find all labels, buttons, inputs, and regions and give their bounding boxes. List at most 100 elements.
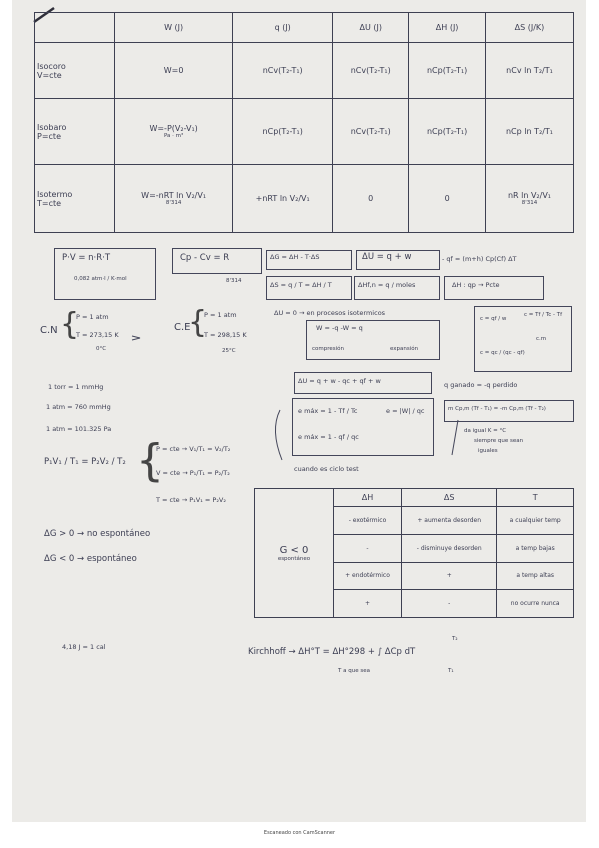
w-q-box — [306, 320, 440, 360]
ds-cell: + — [400, 561, 498, 591]
cell: +nRT ln V₂/V₁ — [232, 164, 334, 233]
enthalpy-formation-box — [354, 276, 440, 300]
efficiency-box — [292, 398, 434, 456]
cell: W=0 — [113, 42, 234, 99]
cop-box — [474, 306, 572, 372]
gibbs-box — [266, 250, 352, 270]
charles-law: P = cte → V₁/T₁ = V₂/T₂ — [156, 445, 231, 453]
calorimetry-equation: m Cp,m (Tf - T₁) = -m Cp,m (Tf - T₂) — [448, 406, 546, 412]
ce-pressure: P = 1 atm — [204, 311, 237, 319]
thermo-process-table: W (J) q (J) ΔU (J) ΔH (J) ΔS (J/K) Isoco… — [34, 12, 575, 233]
cell: nCp(T₂-T₁) — [408, 42, 486, 99]
cell-formula: W=-P(V₂-V₁) — [149, 124, 198, 133]
t-cell: a temp bajas — [496, 533, 574, 563]
gibbs-condition-sub: espontáneo — [277, 555, 311, 562]
mayer-relation: Cp - Cv = R — [180, 253, 230, 263]
header-q: q (J) — [232, 12, 334, 43]
cell: W=-P(V₂-V₁) Pa · m³ — [113, 98, 234, 165]
dh-cell: + endotérmico — [333, 561, 402, 591]
header-t: T — [496, 488, 574, 507]
kirchhoff-note: T a que sea — [338, 668, 370, 674]
ds-cell: - — [400, 589, 498, 618]
cop-refrigerator: c = qf / w — [480, 316, 507, 322]
heat-formula: - qf = (m+h) Cp(Cf) ΔT — [442, 255, 517, 263]
cell: nCp ln T₂/T₁ — [484, 98, 575, 165]
qp-box — [444, 276, 544, 300]
carnot-efficiency: e máx = 1 - Tf / Tc — [298, 407, 358, 415]
ds-cell: - disminuye desorden — [400, 533, 498, 563]
entropy-box — [266, 276, 352, 300]
torr-conversion: 1 torr = 1 mmHg — [48, 383, 104, 391]
cn-label: C.N — [40, 325, 58, 336]
cell: nR ln V₂/V₁ 8'314 — [484, 164, 575, 233]
ce-label: C.E — [174, 322, 191, 333]
spontaneity-table: G < 0 espontáneo ΔH ΔS T - exotérmico + … — [254, 488, 574, 618]
cell: nCv(T₂-T₁) — [332, 98, 410, 165]
expansion-label: expansión — [390, 346, 419, 352]
atm-pa-conversion: 1 atm = 101.325 Pa — [46, 425, 112, 433]
r-note: 8'314 — [521, 200, 538, 206]
cycle-box — [294, 372, 432, 394]
cm-label: c.m — [536, 336, 547, 342]
r-constant-note: 0,082 atm·l / K·mol — [74, 276, 127, 282]
cp-cv-box — [172, 248, 262, 274]
cycle-first-law: ΔU = q + w - qc + qf + w — [298, 377, 381, 385]
t-cell: a temp altas — [496, 561, 574, 591]
w-q-relation: W = -q -W = q — [316, 324, 363, 332]
cn-celsius: 0°C — [96, 346, 107, 352]
brace-connector — [275, 409, 283, 461]
cell: nCv(T₂-T₁) — [332, 42, 410, 99]
header-dh: ΔH (J) — [408, 12, 486, 43]
ds-cell: + aumenta desorden — [400, 506, 498, 535]
unit-note: Pa · m³ — [163, 133, 184, 139]
brace: { — [60, 307, 80, 342]
cell-formula: nR ln V₂/V₁ — [507, 191, 552, 200]
efficiency-work: e = |W| / qc — [386, 407, 425, 415]
cell: 0 — [332, 164, 410, 233]
process-isotermo: Isotermo T=cte — [34, 164, 115, 233]
gay-lussac-law: V = cte → P₁/T₁ = P₂/T₂ — [156, 469, 230, 477]
kirchhoff-law: Kirchhoff → ΔH°T = ΔH°298 + ∫ ΔCp dT — [248, 647, 416, 657]
process-isocoro: Isocoro V=cte — [34, 42, 115, 99]
dh-cell: - exotérmico — [333, 506, 402, 535]
first-law: ΔU = q + w — [362, 252, 412, 262]
calorie-conversion: 4,18 J = 1 cal — [62, 643, 106, 651]
cell: nCp(T₂-T₁) — [408, 98, 486, 165]
cell-formula: W=-nRT ln V₂/V₁ — [141, 191, 207, 200]
t-cell: no ocurre nunca — [496, 589, 574, 618]
ce-celsius: 25°C — [222, 348, 236, 354]
combined-gas-law: P₁V₁ / T₁ = P₂V₂ / T₂ — [44, 457, 126, 467]
non-spontaneous: ΔG > 0 → no espontáneo — [44, 529, 151, 539]
process-condition: P=cte — [37, 131, 61, 141]
gibbs-condition-label: G < 0 — [279, 544, 309, 556]
process-name: Isobaro — [37, 122, 67, 132]
process-condition: V=cte — [37, 70, 62, 80]
same-scale-note2: siempre que sean — [474, 438, 524, 444]
calorimetry-box — [444, 400, 574, 422]
ideal-gas-law: P·V = n·R·T — [62, 253, 111, 263]
cell: W=-nRT ln V₂/V₁ 8'314 — [113, 164, 234, 233]
header-w: W (J) — [113, 12, 234, 43]
dh-cell: + — [333, 589, 402, 618]
cn-pressure: P = 1 atm — [76, 313, 109, 321]
gibbs-equation: ΔG = ΔH - T·ΔS — [270, 253, 320, 261]
entropy-equation: ΔS = q / T = ΔH / T — [270, 281, 332, 289]
header-dh: ΔH — [333, 488, 402, 507]
process-name: Isocoro — [37, 61, 66, 71]
atm-mmhg-conversion: 1 atm = 760 mmHg — [46, 403, 111, 411]
cell: nCp(T₂-T₁) — [232, 98, 334, 165]
cycle-note: cuando es ciclo test — [294, 465, 359, 473]
heat-balance: q ganado = -q perdido — [444, 381, 518, 389]
cop-temperature: c = Tf / Tc - Tf — [524, 312, 563, 318]
spontaneous: ΔG < 0 → espontáneo — [44, 554, 137, 564]
ce-temperature: T = 298,15 K — [204, 331, 247, 339]
compression-label: compresión — [312, 346, 345, 352]
cell: nCv ln T₂/T₁ — [484, 42, 575, 99]
header-ds: ΔS (J/K) — [484, 12, 575, 43]
cell: nCv(T₂-T₁) — [232, 42, 334, 99]
enthalpy-formation: ΔHf,n = q / moles — [358, 281, 416, 289]
qp-equation: ΔH : qp → Pcte — [452, 281, 500, 289]
gibbs-condition: G < 0 espontáneo — [254, 488, 334, 618]
dh-cell: - — [333, 533, 402, 563]
cell: 0 — [408, 164, 486, 233]
